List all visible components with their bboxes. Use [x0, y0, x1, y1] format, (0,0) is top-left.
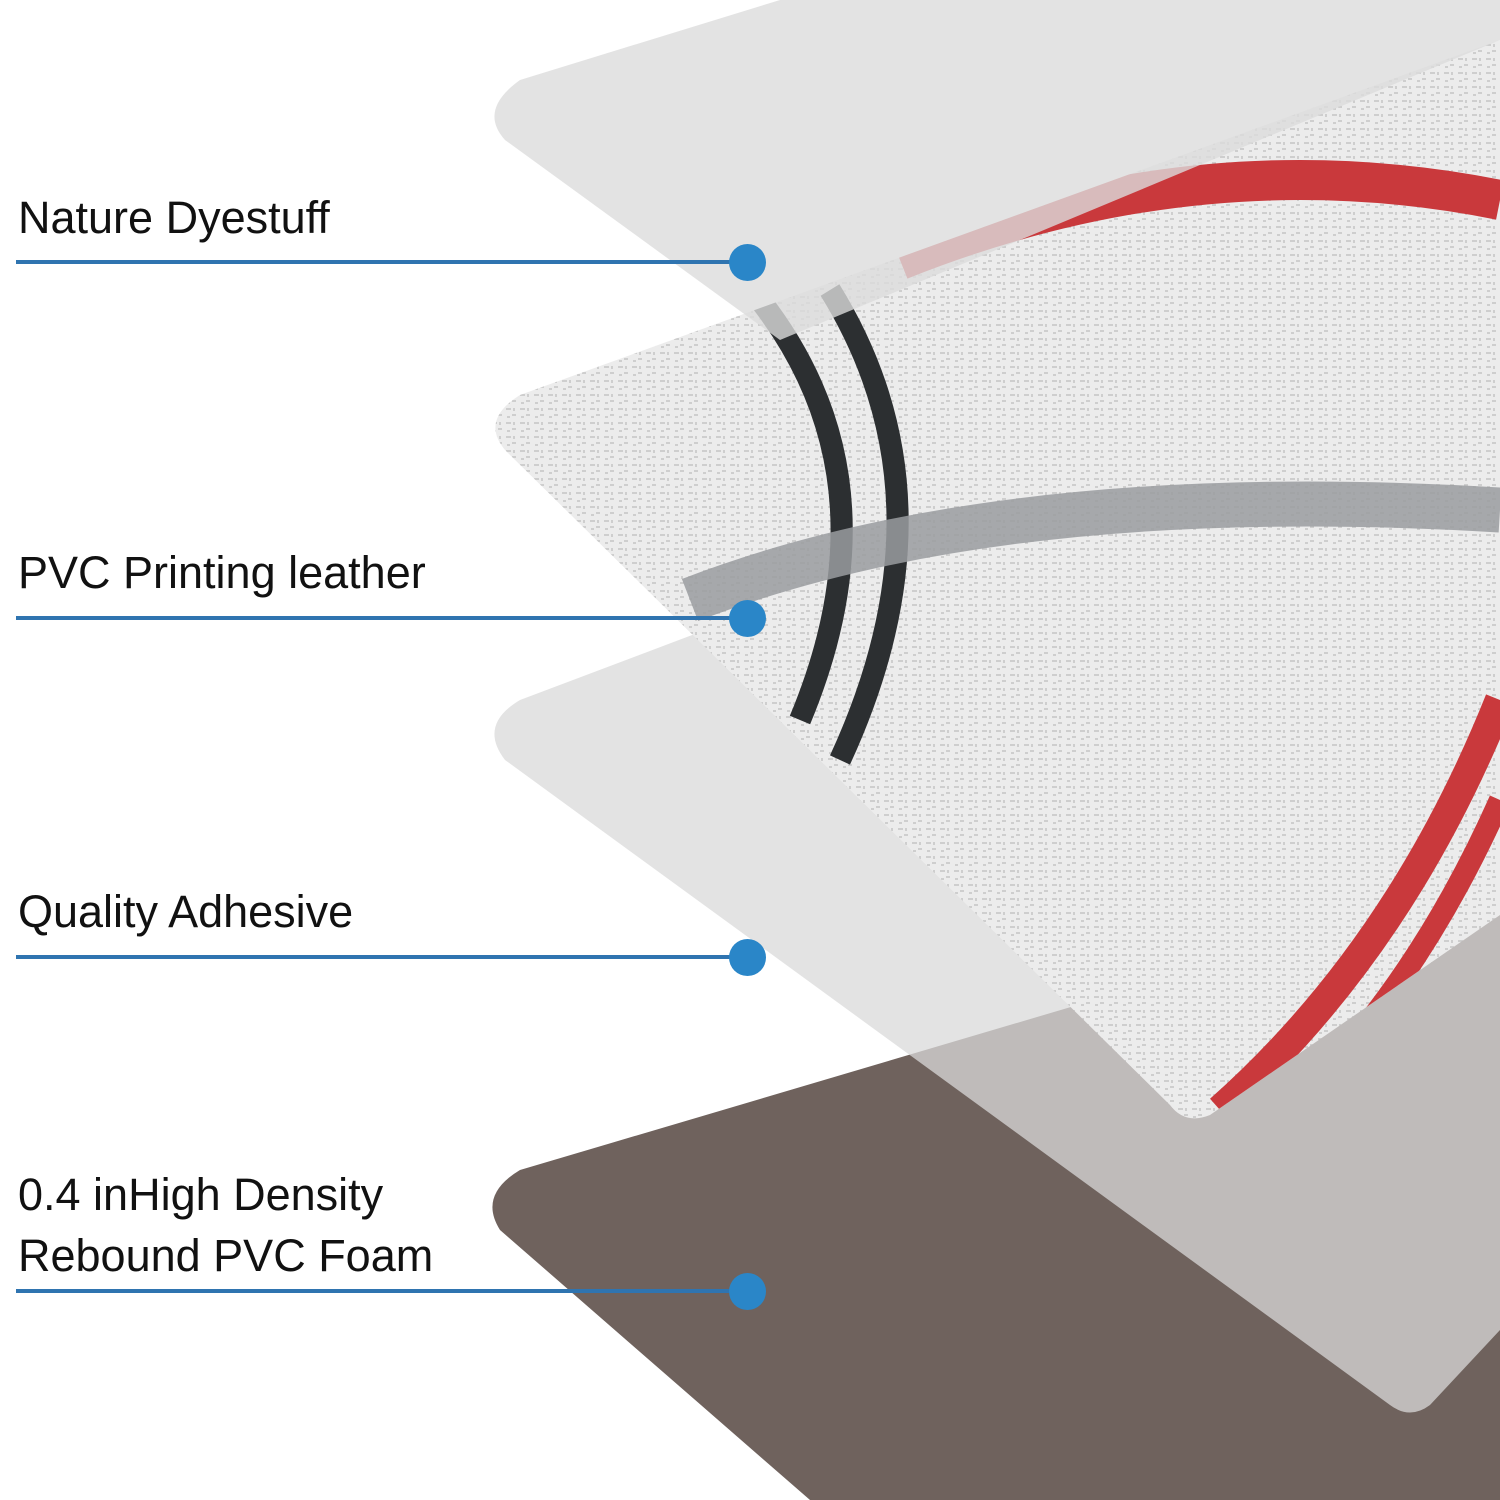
callout-dot [729, 244, 766, 281]
black-stripe [820, 284, 909, 765]
label-foam-line1: 0.4 inHigh Density [18, 1169, 384, 1220]
callout-line [16, 955, 748, 959]
callout-line [16, 1289, 748, 1293]
callout-dot [729, 939, 766, 976]
red-stripe [1210, 694, 1500, 1119]
label-foam-line2: Rebound PVC Foam [18, 1230, 434, 1281]
label-nature-dyestuff: Nature Dyestuff [18, 192, 330, 243]
label-quality-adhesive: Quality Adhesive [18, 886, 354, 937]
printed-leather-layer [495, 40, 1500, 1119]
callout-dot [729, 600, 766, 637]
callout-line [16, 260, 748, 264]
callout-line [16, 616, 748, 620]
callout-dot [729, 1273, 766, 1310]
black-stripe [751, 293, 853, 725]
label-pvc-printing-leather: PVC Printing leather [18, 547, 426, 598]
grey-band [681, 481, 1500, 621]
